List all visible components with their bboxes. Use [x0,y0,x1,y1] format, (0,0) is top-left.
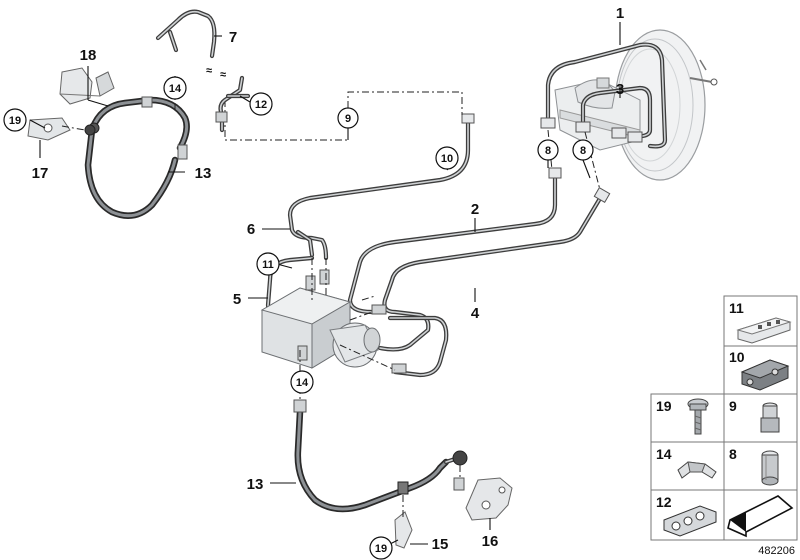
legend-label-14: 14 [656,446,672,462]
legend-cell-19: 19 [650,393,725,443]
arrow-shape-icon [727,495,794,538]
bracket-18 [59,67,115,105]
legend-cell-11: 11 [723,295,798,347]
legend-cell-12: 12 [650,489,725,541]
callout-16: 16 [482,533,499,550]
abs-unit [260,258,407,374]
brake-pipe-12 [215,75,251,133]
brake-booster [540,29,718,191]
callout-1: 1 [616,5,624,22]
callout-2: 2 [471,201,479,218]
brake-line-4 [377,192,605,378]
callout-13-top: 13 [195,165,212,182]
bracket-16 [465,477,513,521]
circled-callout-14-top: 14 [163,76,187,100]
circled-callout-14-bottom: 14 [290,370,314,394]
parts-legend: 11 10 19 [650,295,798,541]
callout-18: 18 [80,47,97,64]
bracket-icon [677,461,717,479]
legend-label-8: 8 [729,446,737,462]
legend-label-19: 19 [656,398,672,414]
circled-callout-10: 10 [435,146,459,170]
callout-7: 7 [229,29,237,46]
circled-10-text: 10 [441,153,453,165]
coupling-block-icon [740,359,790,391]
circled-callout-19-top: 19 [3,108,27,132]
circled-callout-8-b: 8 [572,139,594,161]
svg-text:≈: ≈ [220,69,226,81]
legend-cell-arrow [723,489,798,541]
brake-pipe-7: ≈ ≈ [155,9,226,81]
legend-cell-14: 14 [650,441,725,491]
brake-line-2 [347,172,558,315]
callout-3: 3 [616,81,624,98]
callout-4: 4 [471,305,480,322]
svg-text:≈: ≈ [206,65,212,77]
nut-icon [760,402,780,433]
callout-17: 17 [32,165,49,182]
circled-callout-19-bottom: 19 [369,536,393,560]
connector-block-icon [736,317,792,344]
circled-9-text: 9 [345,113,351,125]
union-nut-icon [761,450,779,486]
circled-callout-9: 9 [337,107,359,129]
legend-cell-10: 10 [723,345,798,395]
circled-callout-12: 12 [249,92,273,116]
clip-holder-icon [663,505,717,537]
circled-14-bottom-text: 14 [296,377,309,389]
circled-8-b-text: 8 [580,145,586,157]
callout-13-bottom: 13 [247,476,264,493]
circled-callout-8-a: 8 [537,139,559,161]
circled-12-text: 12 [255,99,267,111]
circled-11-text: 11 [262,259,274,271]
legend-label-11: 11 [729,300,744,316]
circled-8-a-text: 8 [545,145,551,157]
legend-cell-8: 8 [723,441,798,491]
legend-label-12: 12 [656,494,672,510]
callout-6: 6 [247,221,255,238]
document-number: 482206 [758,545,795,557]
legend-label-10: 10 [729,349,745,365]
bolt-icon [687,398,709,435]
circled-19-bottom-text: 19 [375,543,387,555]
legend-cell-9: 9 [723,393,798,443]
brake-hose-rear [293,372,468,513]
bracket-17 [27,117,96,141]
circled-19-top-text: 19 [9,115,21,127]
legend-label-9: 9 [729,398,737,414]
circled-14-top-text: 14 [169,83,182,95]
brake-line-6 [287,115,471,261]
circled-callout-11: 11 [256,252,280,276]
callout-5: 5 [233,291,241,308]
callout-15: 15 [432,536,449,553]
